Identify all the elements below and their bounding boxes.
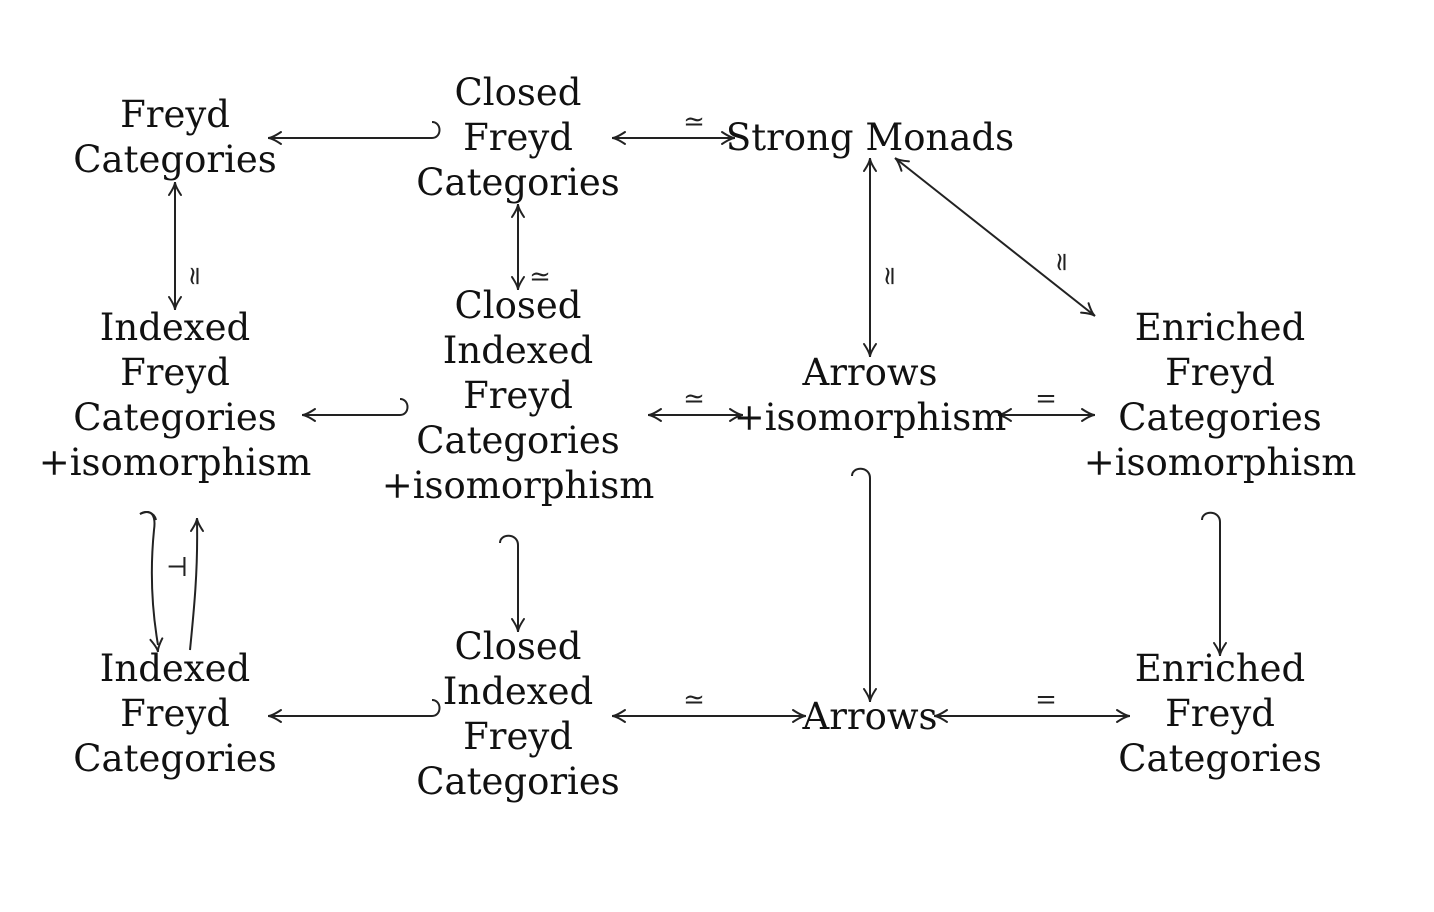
edge-strong-monads-arrows-iso-head-end <box>863 343 877 358</box>
node-line: Closed <box>454 625 582 668</box>
edge-closed-indexed-to-indexed-head <box>267 709 282 723</box>
node-line: Closed <box>454 71 582 114</box>
node-line: Categories <box>416 161 620 204</box>
node-line: +isomorphism <box>1083 441 1357 484</box>
node-line: Freyd <box>120 93 230 136</box>
equal-label-arrows-iso-enriched-iso: = <box>1035 384 1057 414</box>
node-line: Freyd <box>1165 692 1275 735</box>
edge-closed-freyd-to-freyd-head <box>267 131 282 145</box>
edge-freyd-indexed-iso-head-end <box>168 296 182 311</box>
edge-closed-indexed-iso-arrows-iso-head-start <box>647 408 662 422</box>
edge-arrows-iso-to-arrows-head <box>863 688 877 703</box>
node-line: Indexed <box>99 306 251 349</box>
node-line: Enriched <box>1134 647 1306 690</box>
node-strong-monads: Strong Monads <box>726 115 1014 160</box>
edge-freyd-indexed-iso-head-start <box>168 181 182 196</box>
edge-closed-freyd-strong-monads-head-start <box>611 131 626 145</box>
node-arrows: Arrows <box>802 694 937 739</box>
node-line: Categories <box>416 760 620 803</box>
equiv-label-closed-freyd-closed-indexed-iso: ≃ <box>529 262 551 292</box>
edge-enriched-iso-to-enriched-head <box>1213 642 1227 657</box>
node-line: Arrows <box>802 351 938 394</box>
edge-closed-freyd-closed-indexed-iso-head-start <box>511 203 525 218</box>
node-line: Freyd <box>463 374 573 417</box>
node-line: Categories <box>1118 737 1322 780</box>
node-line: Indexed <box>442 670 594 713</box>
node-line: Categories <box>73 396 277 439</box>
edge-strong-monads-enriched-iso-head-end <box>1080 302 1096 317</box>
adjoint-label-indexed: ⊣ <box>165 553 189 583</box>
node-line: Categories <box>73 737 277 780</box>
equal-label-arrows-enriched: = <box>1035 685 1057 715</box>
node-line: Closed <box>454 284 582 327</box>
edge-closed-indexed-iso-to-indexed-iso-hook <box>399 398 409 416</box>
node-line: Indexed <box>99 647 251 690</box>
edge-closed-freyd-strong-monads-head-end <box>721 131 736 145</box>
node-line: Freyd <box>120 692 230 735</box>
edge-arrows-enriched-head-start <box>933 709 948 723</box>
equiv-label-strong-monads-arrows-iso: ≃ <box>875 265 905 287</box>
edge-strong-monads-enriched-iso-head-start <box>894 157 910 172</box>
node-line: Enriched <box>1134 306 1306 349</box>
node-line: Freyd <box>120 351 230 394</box>
edge-indexed-iso-to-indexed-down <box>139 511 159 646</box>
equiv-label-closed-freyd-strong-monads: ≃ <box>683 107 705 137</box>
edge-indexed-iso-to-indexed-down-hook <box>139 511 157 521</box>
node-line: +isomorphism <box>38 441 312 484</box>
edge-arrows-enriched-head-end <box>1116 709 1131 723</box>
equiv-label-freyd-indexed-iso: ≃ <box>180 265 210 287</box>
edge-arrows-iso-to-arrows-hook <box>851 467 871 479</box>
edge-closed-indexed-iso-arrows-iso-head-end <box>729 408 744 422</box>
node-line: Categories <box>1118 396 1322 439</box>
node-line: Categories <box>416 419 620 462</box>
edge-closed-indexed-iso-to-closed-indexed-head <box>511 618 525 633</box>
edge-closed-indexed-to-indexed-hook <box>431 699 441 717</box>
node-line: Strong Monads <box>725 116 1015 159</box>
node-line: Freyd <box>463 116 573 159</box>
node-line: +isomorphism <box>733 396 1007 439</box>
edge-strong-monads-enriched-iso <box>894 157 1096 317</box>
node-line: Freyd <box>1165 351 1275 394</box>
edge-strong-monads-arrows-iso-head-start <box>863 157 877 172</box>
edge-indexed-to-indexed-iso-up-head <box>190 517 204 532</box>
edge-closed-freyd-closed-indexed-iso-head-end <box>511 276 525 291</box>
edge-closed-indexed-iso-to-indexed-iso-head <box>301 408 316 422</box>
edge-arrows-iso-enriched-iso-head-start <box>997 408 1012 422</box>
equiv-label-strong-monads-enriched-iso: ≃ <box>1047 251 1077 273</box>
edge-enriched-iso-to-enriched-hook <box>1201 511 1221 523</box>
edge-closed-freyd-to-freyd-hook <box>431 121 441 139</box>
node-line: Indexed <box>442 329 594 372</box>
equiv-label-closed-indexed-iso-arrows-iso: ≃ <box>683 384 705 414</box>
edge-arrows-iso-enriched-iso-head-end <box>1081 408 1096 422</box>
node-line: Arrows <box>802 695 938 738</box>
edge-indexed-to-indexed-iso-up <box>189 521 199 651</box>
node-arrows-iso: Arrows+isomorphism <box>734 350 1007 440</box>
node-line: Categories <box>73 138 277 181</box>
node-line: Freyd <box>463 715 573 758</box>
equiv-label-closed-indexed-arrows: ≃ <box>683 685 705 715</box>
edge-closed-indexed-iso-to-closed-indexed-hook <box>499 534 519 546</box>
edge-closed-indexed-arrows-head-end <box>792 709 807 723</box>
edge-closed-indexed-arrows-head-start <box>611 709 626 723</box>
edge-indexed-iso-to-indexed-down-head <box>149 637 164 653</box>
node-line: +isomorphism <box>381 464 655 507</box>
